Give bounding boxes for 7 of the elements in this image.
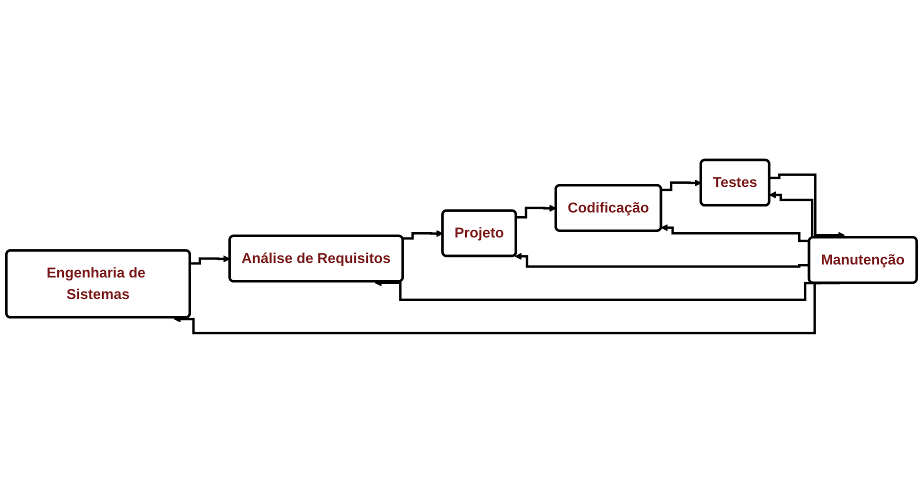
arrow	[770, 173, 845, 239]
arrow	[661, 179, 702, 192]
arrow	[514, 252, 810, 268]
arrow	[190, 255, 230, 265]
arrow	[660, 224, 810, 242]
arrow	[516, 204, 556, 218]
arrow	[402, 230, 444, 240]
